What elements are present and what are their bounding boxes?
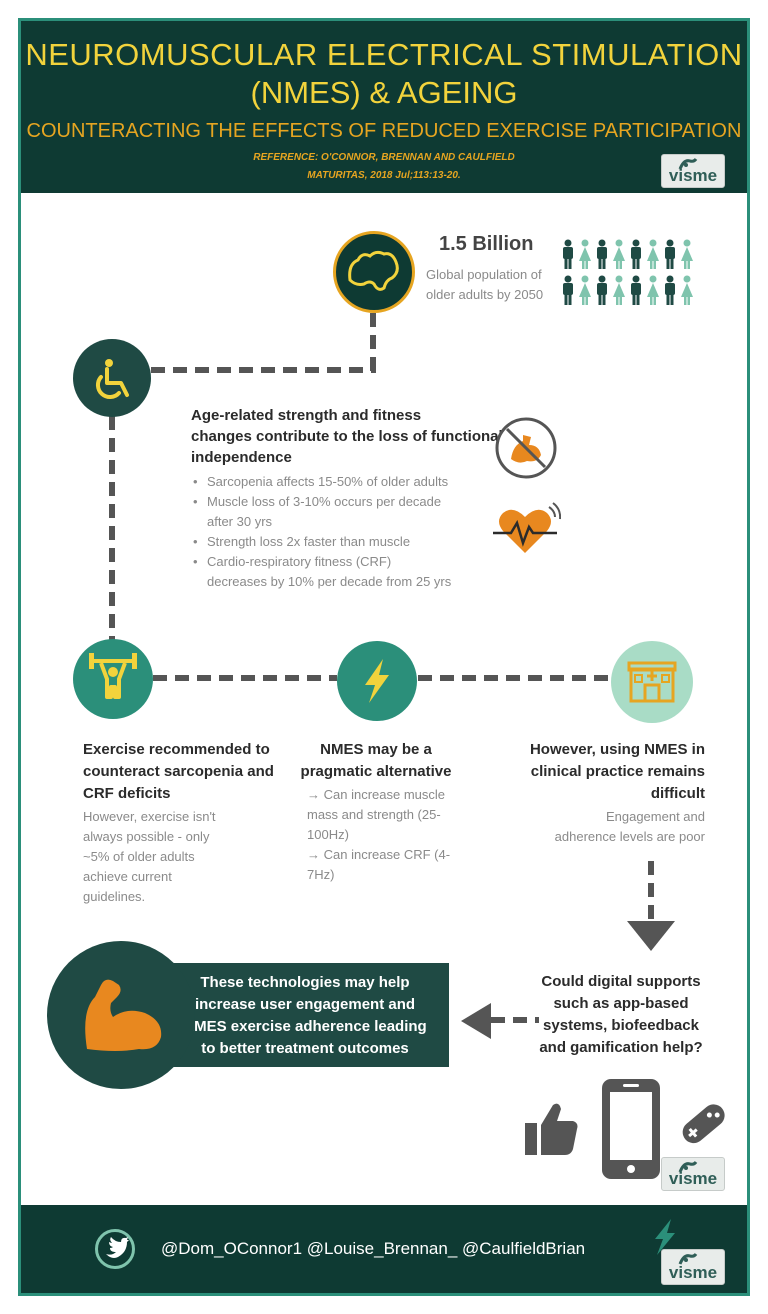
outcome-line-4: to better treatment outcomes — [201, 1040, 409, 1057]
visme-logo-text: visme — [668, 1263, 718, 1282]
twitter-badge[interactable] — [95, 1229, 135, 1269]
visme-logo-text: visme — [668, 1169, 718, 1188]
connector-globe-left — [151, 367, 376, 373]
bicep-circle — [47, 941, 195, 1089]
exercise-title-2: counteract sarcopenia and — [83, 763, 274, 780]
exercise-body-1: However, exercise isn't — [83, 809, 216, 824]
outcome-line-2: increase user engagement and — [194, 996, 416, 1013]
digital-question-2: such as app-based — [553, 995, 689, 1012]
arrow-left-icon — [461, 1003, 491, 1039]
population-caption-1: Global population of — [426, 267, 542, 282]
globe-icon — [348, 250, 399, 291]
clinical-body-1: Engagement and — [605, 809, 705, 824]
clinical-title-2: clinical practice remains — [530, 763, 705, 780]
connector-clinic-down — [648, 861, 654, 929]
title-line-1: NEUROMUSCULAR ELECTRICAL STIMULATION — [25, 37, 743, 72]
reference-authors: REFERENCE: O'CONNOR, BRENNAN AND CAULFIE… — [253, 152, 515, 163]
exercise-title-3: CRF deficits — [83, 785, 171, 802]
fitness-bullet-list: Sarcopenia affects 15-50% of older adult… — [193, 472, 513, 592]
arrow-down-icon — [627, 921, 675, 951]
digital-question-4: and gamification help? — [539, 1039, 703, 1056]
clinical-body-2: adherence levels are poor — [554, 829, 705, 844]
smartphone-icon — [602, 1079, 660, 1179]
exercise-title-1: Exercise recommended to — [83, 741, 270, 758]
population-people-icon — [563, 239, 693, 305]
title-line-2: (NMES) & AGEING — [250, 75, 518, 110]
exercise-circle — [73, 639, 153, 719]
exercise-body-2: always possible - only — [83, 829, 210, 844]
connector-nmes-clinic — [418, 675, 610, 681]
twitter-bird-icon — [106, 1237, 129, 1258]
subtitle: COUNTERACTING THE EFFECTS OF REDUCED EXE… — [26, 120, 742, 142]
lightning-bolt-icon — [655, 1219, 675, 1255]
flexed-bicep-icon — [85, 979, 162, 1051]
nmes-title-1: NMES may be a — [320, 741, 432, 758]
reference-journal: MATURITAS, 2018 Jul;113:13-20. — [307, 170, 461, 181]
fitness-heading-1: Age-related strength and fitness — [191, 407, 422, 424]
visme-mark-icon — [678, 1161, 698, 1173]
wheelchair-icon — [95, 359, 129, 400]
bullet-item: Strength loss 2x faster than muscle — [193, 532, 513, 552]
heartbeat-icon — [493, 502, 561, 553]
population-headline: 1.5 Billion — [439, 233, 534, 255]
thumbs-up-icon — [525, 1103, 578, 1155]
exercise-body-3: ~5% of older adults — [83, 849, 195, 864]
lightning-bolt-icon — [365, 659, 389, 703]
visme-logo-footer[interactable]: visme — [661, 1249, 725, 1285]
outcome-line-3: NMES exercise adherence leading — [183, 1018, 427, 1035]
bullet-item: Sarcopenia affects 15-50% of older adult… — [193, 472, 513, 492]
digital-question-3: systems, biofeedback — [543, 1017, 699, 1034]
clinical-title-1: However, using NMES in — [529, 741, 705, 758]
digital-question-1: Could digital supports — [541, 973, 701, 990]
nmes-body-2: mass and strength (25- — [307, 807, 441, 822]
clinical-title-3: difficult — [650, 785, 705, 802]
outcome-box: These technologies may help increase use… — [161, 963, 449, 1067]
hospital-icon — [627, 661, 677, 703]
fitness-heading-2: changes contribute to the loss of functi… — [191, 428, 503, 445]
visme-logo-bottom[interactable]: visme — [661, 1157, 725, 1191]
game-controller-icon — [682, 1104, 725, 1144]
no-muscle-icon — [495, 417, 557, 479]
nmes-body-3: 100Hz) — [307, 827, 349, 842]
connector-globe-down — [370, 313, 376, 373]
weightlifter-icon — [89, 653, 137, 699]
nmes-body-5: 7Hz) — [307, 867, 335, 882]
globe-circle — [333, 231, 415, 313]
connector-exercise-nmes — [153, 675, 337, 681]
nmes-circle — [337, 641, 417, 721]
connector-wheelchair-down — [109, 416, 115, 648]
visme-logo[interactable]: visme — [661, 154, 725, 188]
nmes-body-1: → Can increase muscle — [307, 787, 445, 802]
nmes-title-2: pragmatic alternative — [300, 763, 452, 780]
fitness-heading-3: independence — [191, 449, 292, 466]
header-banner: NEUROMUSCULAR ELECTRICAL STIMULATION (NM… — [21, 21, 747, 193]
bullet-item: Muscle loss of 3-10% occurs per decadeaf… — [193, 492, 513, 532]
visme-mark-icon — [678, 158, 698, 170]
nmes-body-4: → Can increase CRF (4- — [307, 847, 451, 862]
clinic-circle — [611, 641, 693, 723]
wheelchair-circle — [73, 339, 151, 417]
exercise-body-4: achieve current — [83, 869, 172, 884]
infographic-frame: NEUROMUSCULAR ELECTRICAL STIMULATION (NM… — [18, 18, 750, 1296]
connector-digital-left — [491, 1017, 539, 1023]
twitter-handles[interactable]: @Dom_OConnor1 @Louise_Brennan_ @Caulfiel… — [161, 1239, 586, 1258]
footer-banner: @Dom_OConnor1 @Louise_Brennan_ @Caulfiel… — [21, 1205, 747, 1293]
outcome-line-1: These technologies may help — [200, 974, 410, 991]
visme-mark-icon — [678, 1253, 698, 1265]
exercise-body-5: guidelines. — [83, 889, 146, 904]
visme-logo-text: visme — [668, 166, 718, 185]
bullet-item: Cardio-respiratory fitness (CRF)decrease… — [193, 552, 513, 592]
population-caption-2: older adults by 2050 — [426, 287, 544, 302]
